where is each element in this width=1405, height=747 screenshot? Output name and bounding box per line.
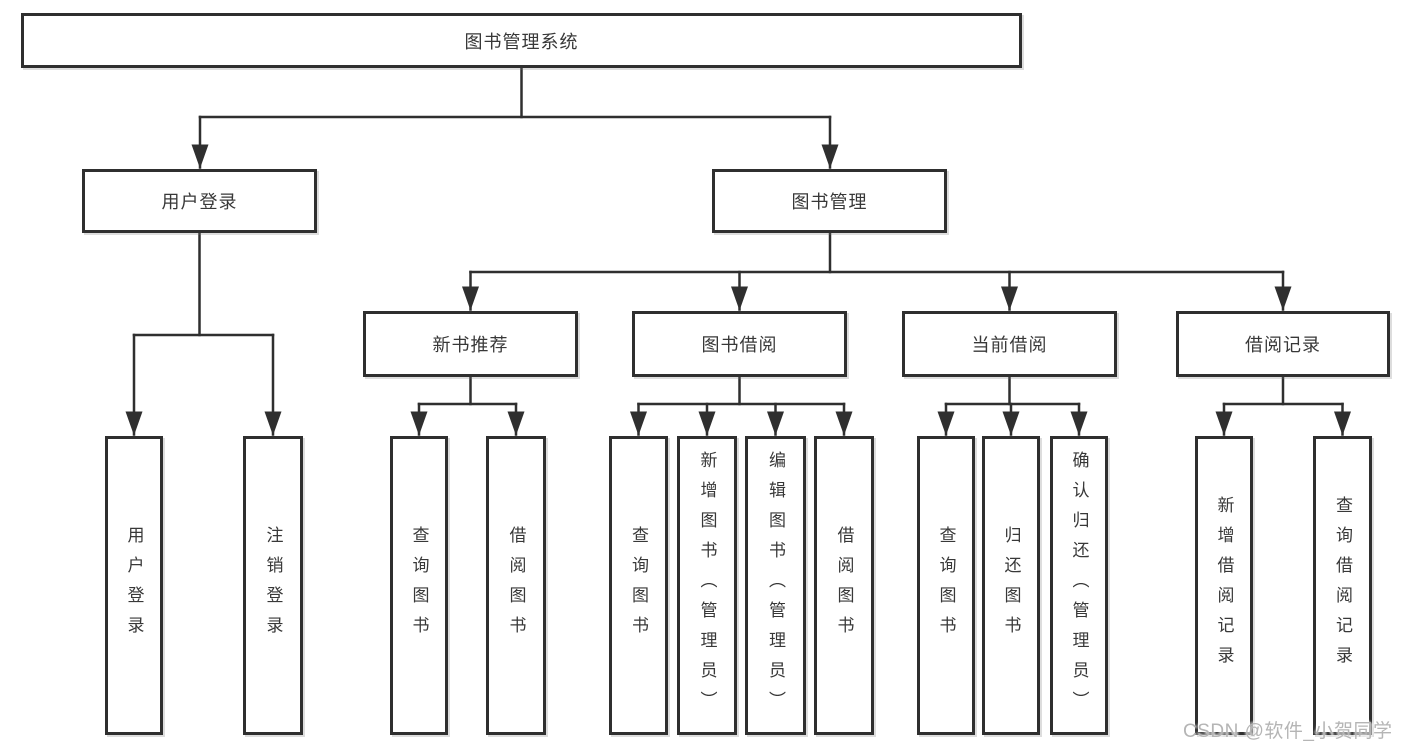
node-user-login: 用户登录 <box>82 169 317 233</box>
csdn-watermark: CSDN @软件_小贺同学 <box>1183 721 1393 742</box>
leaf-query-books-borrowing: 查询图书 <box>609 436 668 735</box>
node-book-borrowing: 图书借阅 <box>632 311 847 377</box>
leaf-user-login: 用户登录 <box>105 436 163 735</box>
connector-new-book-rec-children <box>410 375 525 436</box>
leaf-edit-books-admin: 编辑图书（管理员） <box>745 436 806 735</box>
leaf-query-books-current-label: 查询图书 <box>936 525 956 646</box>
leaf-query-books-recommendation-label: 查询图书 <box>409 525 429 646</box>
node-current-borrowing-label: 当前借阅 <box>971 335 1048 355</box>
leaf-confirm-return-admin: 确认归还（管理员） <box>1050 436 1108 735</box>
node-borrowing-records: 借阅记录 <box>1176 311 1390 377</box>
leaf-logout-label: 注销登录 <box>263 525 283 646</box>
leaf-return-books: 归还图书 <box>982 436 1040 735</box>
leaf-borrow-books-label: 借阅图书 <box>834 525 854 646</box>
leaf-add-borrow-record-label: 新增借阅记录 <box>1214 495 1234 676</box>
connector-book-borrow-children <box>630 375 853 436</box>
node-book-management-label: 图书管理 <box>791 192 868 212</box>
leaf-query-borrow-record-label: 查询借阅记录 <box>1333 495 1352 676</box>
node-library-system: 图书管理系统 <box>21 13 1022 68</box>
leaf-confirm-return-admin-label: 确认归还（管理员） <box>1069 450 1089 721</box>
leaf-query-books-borrowing-label: 查询图书 <box>629 525 648 646</box>
connector-root-to-level2 <box>191 66 839 169</box>
connector-user-login-children <box>125 231 282 436</box>
leaf-edit-books-admin-label: 编辑图书（管理员） <box>766 450 785 721</box>
node-book-borrowing-label: 图书借阅 <box>701 335 778 355</box>
node-book-management: 图书管理 <box>712 169 947 233</box>
node-new-book-recommendation: 新书推荐 <box>363 311 578 377</box>
leaf-borrow-books-recommendation-label: 借阅图书 <box>506 525 526 646</box>
leaf-add-books-admin: 新增图书（管理员） <box>677 436 737 735</box>
node-current-borrowing: 当前借阅 <box>902 311 1117 377</box>
node-borrowing-records-label: 借阅记录 <box>1245 335 1321 355</box>
leaf-query-books-recommendation: 查询图书 <box>390 436 448 735</box>
leaf-add-books-admin-label: 新增图书（管理员） <box>697 450 717 721</box>
node-user-login-label: 用户登录 <box>161 192 238 212</box>
node-new-book-recommendation-label: 新书推荐 <box>432 335 509 355</box>
connector-borrow-records-children <box>1215 375 1351 436</box>
leaf-return-books-label: 归还图书 <box>1001 525 1021 646</box>
leaf-query-books-current: 查询图书 <box>917 436 975 735</box>
leaf-logout: 注销登录 <box>243 436 303 735</box>
leaf-borrow-books: 借阅图书 <box>814 436 874 735</box>
leaf-borrow-books-recommendation: 借阅图书 <box>486 436 546 735</box>
node-library-system-label: 图书管理系统 <box>464 31 579 52</box>
leaf-query-borrow-record: 查询借阅记录 <box>1313 436 1372 735</box>
connector-current-borrow-children <box>937 375 1088 436</box>
leaf-user-login-label: 用户登录 <box>124 525 144 646</box>
leaf-add-borrow-record: 新增借阅记录 <box>1195 436 1253 735</box>
connector-book-mgmt-children <box>462 231 1292 311</box>
